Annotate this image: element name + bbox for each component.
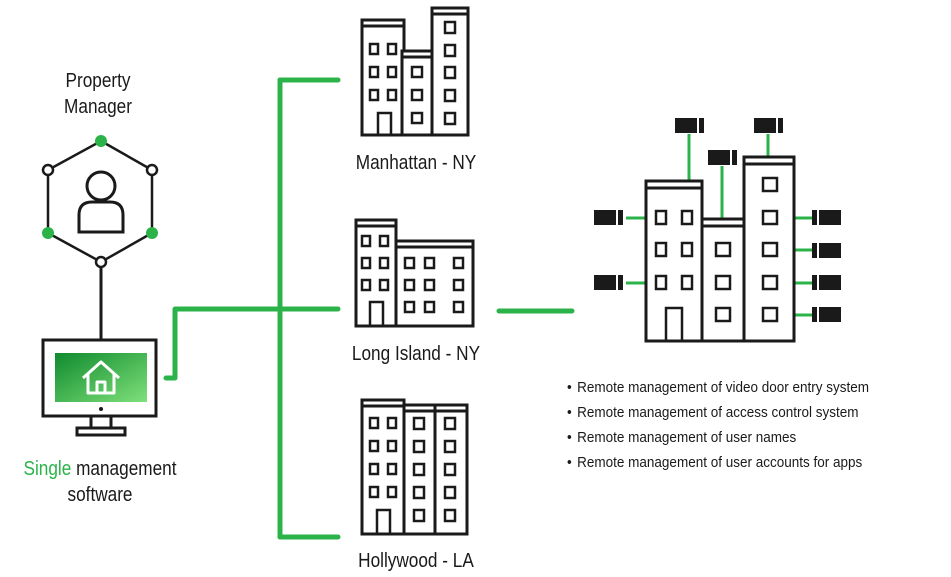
property-manager-line1: Property (38, 68, 158, 94)
software-label: Single management software (14, 456, 186, 508)
node-dot (146, 227, 158, 239)
feature-item: Remote management of access control syst… (567, 400, 869, 425)
building-icon (356, 220, 473, 326)
software-rest: management (71, 458, 176, 480)
property-manager-node (42, 135, 158, 340)
node-dot (96, 257, 106, 267)
property-manager-line2: Manager (38, 94, 158, 120)
building-icon (362, 8, 468, 135)
building-label-manhattan: Manhattan - NY (321, 150, 510, 176)
feature-item: Remote management of user names (567, 425, 869, 450)
software-line2: software (14, 482, 186, 508)
feature-item: Remote management of user accounts for a… (567, 450, 869, 475)
detail-building (594, 118, 841, 341)
node-dot (95, 135, 107, 147)
node-dot (42, 227, 54, 239)
feature-list: Remote management of video door entry sy… (567, 375, 869, 475)
software-link-line (166, 309, 280, 378)
feature-item: Remote management of video door entry sy… (567, 375, 869, 400)
monitor-icon (43, 340, 156, 435)
building-label-long-island: Long Island - NY (321, 341, 510, 367)
node-dot (147, 165, 157, 175)
property-manager-label: Property Manager (38, 68, 158, 120)
software-highlight: Single (24, 458, 72, 480)
node-dot (43, 165, 53, 175)
building-icon (362, 400, 467, 534)
building-label-hollywood: Hollywood - LA (321, 548, 510, 574)
user-icon (79, 172, 123, 232)
